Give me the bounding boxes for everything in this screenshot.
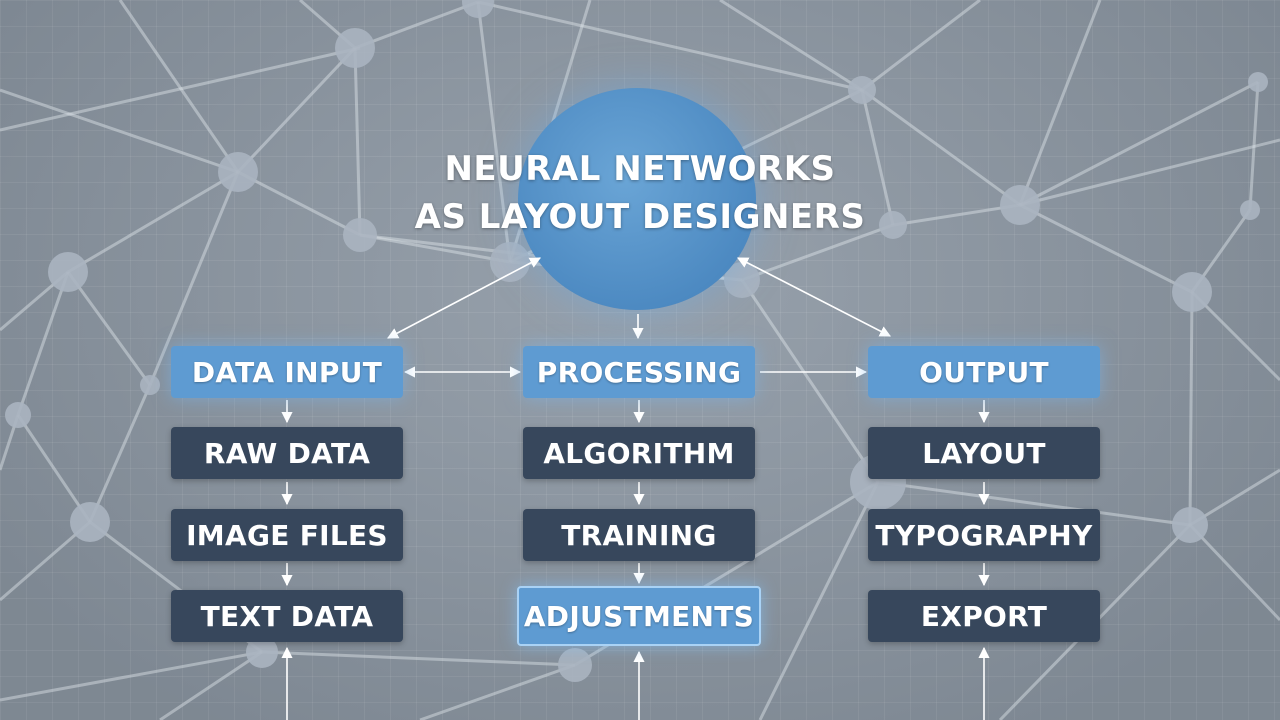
network-node [462, 0, 494, 18]
network-link [67, 170, 239, 274]
network-link [877, 480, 1191, 527]
network-node [70, 502, 110, 542]
node-data-input: DATA INPUT [171, 346, 403, 398]
node-adjustments: ADJUSTMENTS [517, 586, 761, 646]
network-link [1019, 203, 1193, 294]
network-link [0, 650, 263, 702]
network-link [118, 0, 240, 173]
network-link [16, 271, 70, 416]
network-link [236, 46, 357, 174]
network-link [1019, 138, 1280, 207]
node-image-files: IMAGE FILES [171, 509, 403, 561]
network-node [848, 76, 876, 104]
network-link [237, 170, 361, 237]
network-node [343, 218, 377, 252]
network-link [354, 0, 479, 50]
network-link [477, 0, 863, 92]
network-link [0, 88, 239, 174]
network-node [5, 402, 31, 428]
network-node [218, 152, 258, 192]
node-layout: LAYOUT [868, 427, 1100, 479]
network-link [88, 384, 152, 523]
node-training: TRAINING [523, 509, 755, 561]
arrow-hub-to-output [737, 257, 891, 337]
network-link [1019, 80, 1259, 207]
node-text-data: TEXT DATA [171, 590, 403, 642]
network-link [16, 414, 92, 523]
network-link [476, 1, 512, 263]
network-node [879, 211, 907, 239]
network-link [1188, 291, 1194, 526]
diagram-title: NEURAL NETWORKS AS LAYOUT DESIGNERS [400, 145, 880, 241]
network-link [66, 271, 152, 386]
node-processing: PROCESSING [523, 346, 755, 398]
network-link [261, 650, 576, 667]
network-link [719, 0, 863, 92]
title-line-1: NEURAL NETWORKS [444, 149, 836, 189]
title-line-2: AS LAYOUT DESIGNERS [414, 197, 866, 237]
network-node [1240, 200, 1260, 220]
node-raw-data: RAW DATA [171, 427, 403, 479]
network-node [1000, 185, 1040, 225]
network-node [558, 648, 592, 682]
network-node [140, 375, 160, 395]
network-node [48, 252, 88, 292]
network-link [159, 650, 263, 720]
network-link [860, 89, 895, 226]
node-algorithm: ALGORITHM [523, 427, 755, 479]
network-link [758, 481, 880, 720]
network-link [0, 46, 361, 132]
network-link [353, 47, 362, 236]
network-link [1190, 290, 1280, 382]
network-link [861, 88, 1021, 207]
central-hub-circle [518, 88, 756, 310]
node-output: OUTPUT [868, 346, 1100, 398]
node-export: EXPORT [868, 590, 1100, 642]
network-node [335, 28, 375, 68]
network-link [892, 203, 1021, 227]
network-link [861, 0, 981, 92]
network-node [246, 636, 278, 668]
network-link [419, 663, 576, 720]
network-node [1172, 272, 1212, 312]
network-link [148, 171, 240, 386]
network-node [1248, 72, 1268, 92]
network-link [1018, 0, 1102, 206]
arrow-hub-to-data-input [387, 257, 541, 339]
network-node [1172, 507, 1208, 543]
network-link [1248, 81, 1260, 211]
network-link [1188, 523, 1280, 622]
node-typography: TYPOGRAPHY [868, 509, 1100, 561]
